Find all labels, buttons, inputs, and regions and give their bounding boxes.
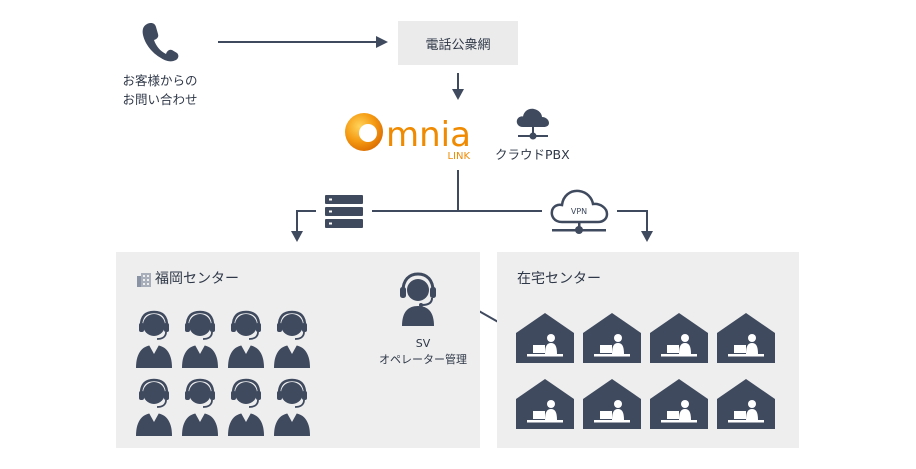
home-office-icon [516,379,574,429]
vpn-cloud-icon: VPN [550,189,609,234]
arrowhead-fukuoka-branch [291,231,303,242]
home-office-icon [583,313,641,363]
caller-label-line1: お客様からの [122,73,198,88]
omnia-link-logo: mnia LINK [345,113,471,162]
cloud-pbx-label: クラウドPBX [495,147,570,162]
pstn-box: 電話公衆網 [398,21,518,65]
pstn-label: 電話公衆網 [425,37,491,53]
operator-icon [228,378,264,436]
operator-icon [274,310,310,368]
arrowhead-pstn [376,36,388,48]
arrowhead-home-branch [641,231,653,242]
home-office-icon [583,379,641,429]
supervisor-label-line1: SV [415,337,431,350]
server-branch-line [296,210,316,232]
vpn-branch-line [617,210,648,232]
logo-wordmark: mnia [386,115,471,155]
home-office-icon [717,379,775,429]
arrowhead-pbx [452,89,464,100]
home-office-icon [717,313,775,363]
supervisor-label: SV オペレーター管理 [358,336,488,368]
phone-icon [142,23,179,62]
home-office-icon [650,379,708,429]
fukuoka-center-title: 福岡センター [155,271,239,287]
caller-label-line2: お問い合わせ [122,92,198,107]
cloud-network-icon [516,108,549,140]
supervisor-headset-icon [400,272,436,326]
operator-icon [228,310,264,368]
caller-label: お客様からの お問い合わせ [110,71,210,109]
home-office-icon [516,313,574,363]
home-center-title: 在宅センター [517,271,601,287]
logo-sub: LINK [447,151,470,162]
office-building-icon [137,273,151,287]
operator-icon [136,378,172,436]
supervisor-label-line2: オペレーター管理 [379,353,467,366]
vpn-label: VPN [571,207,587,216]
operator-icon [136,310,172,368]
server-icon [325,195,363,228]
operator-icon [182,378,218,436]
operator-icon [274,378,310,436]
home-office-icon [650,313,708,363]
operator-icon [182,310,218,368]
